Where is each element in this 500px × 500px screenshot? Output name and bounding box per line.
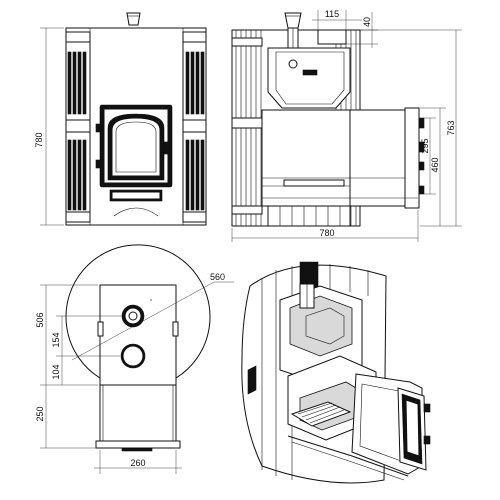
side-door-panel [404,107,420,209]
front-chimney [126,12,141,26]
plan-diameter-leader [71,281,215,361]
side-view: 780 115 40 763 460 295 [231,9,462,242]
dim-plan-depth: 506 [35,312,45,327]
dim-side-total-height: 763 [446,120,456,135]
dim-plan-hole-y: 104 [51,364,61,379]
dim-front-height: 780 [34,132,44,147]
dim-side-width: 780 [319,228,334,238]
dim-plan-tunnel-length: 250 [35,406,45,421]
isometric-cutaway-view [241,261,431,484]
dim-side-firebox-height: 460 [430,157,440,172]
dim-plan-pipe-y: 154 [51,332,61,347]
dim-top-offset-y: 40 [362,17,372,27]
plan-view: 560 506 154 104 250 260 [35,244,234,474]
dim-plan-diameter: 560 [210,272,225,282]
side-chimney [284,12,302,29]
front-left-ribs [65,31,91,223]
front-view: 780 [34,12,207,226]
dim-top-offset-x: 115 [325,9,339,19]
plan-tunnel [99,384,177,442]
side-heat-exchanger [267,47,351,109]
side-firebox [261,109,351,207]
front-right-ribs [182,31,207,223]
front-fire-door [95,104,173,188]
dim-plan-tunnel-width: 260 [130,458,145,468]
dim-side-door-height: 295 [420,138,430,153]
plan-body [99,284,177,386]
front-base-arch [113,207,159,217]
